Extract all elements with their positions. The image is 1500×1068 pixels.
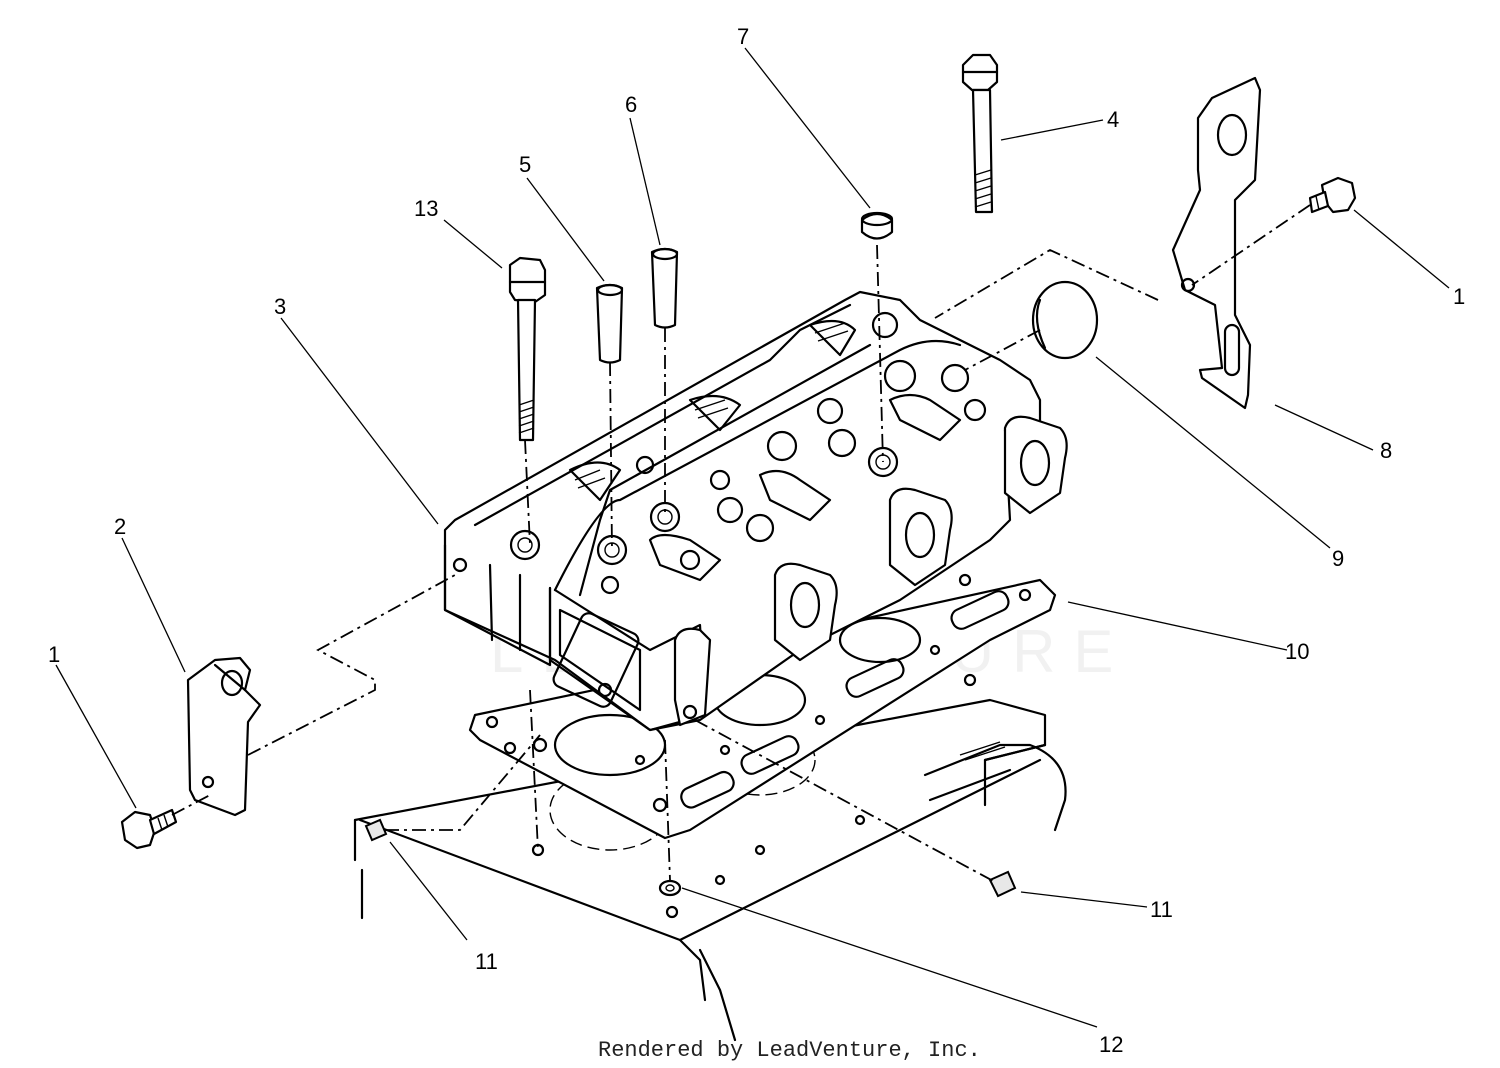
- callout-3: 3: [274, 294, 286, 319]
- callout-5: 5: [519, 152, 531, 177]
- callout-6: 6: [625, 92, 637, 117]
- dowel-pin-right: [988, 870, 1017, 898]
- cylinder-head: [443, 290, 1068, 732]
- bracket-bolt-right: [1308, 176, 1357, 214]
- head-bolt-4: [961, 53, 999, 214]
- leader-lines: [55, 47, 1450, 1028]
- plug-cap-9: [1031, 280, 1099, 360]
- callout-8: 8: [1380, 438, 1392, 463]
- callout-11-left: 11: [475, 949, 498, 974]
- callout-9: 9: [1332, 546, 1344, 571]
- head-bolt-13: [508, 256, 547, 442]
- dowel-6: [650, 247, 679, 329]
- callout-10: 10: [1285, 639, 1309, 664]
- callout-4: 4: [1107, 107, 1119, 132]
- render-credit: Rendered by LeadVenture, Inc.: [598, 1038, 981, 1063]
- callout-labels: 1 2 3 13 5 6 7 4 1 8 9 10 11 11 12: [48, 24, 1465, 1057]
- dowel-5: [595, 283, 624, 364]
- washer-12: [658, 879, 682, 897]
- callout-1-left: 1: [48, 642, 60, 667]
- callout-2: 2: [114, 514, 126, 539]
- dowel-pin-left: [364, 818, 388, 842]
- bracket-bolt-left: [120, 808, 178, 850]
- callout-11-right: 11: [1150, 897, 1173, 922]
- lifting-bracket-left: [186, 656, 262, 817]
- lifting-bracket-right: [1171, 76, 1262, 410]
- callout-1-right: 1: [1453, 284, 1465, 309]
- callout-7: 7: [737, 24, 749, 49]
- assembly-centerlines: [171, 204, 1311, 883]
- callout-13: 13: [414, 196, 438, 221]
- callout-12: 12: [1099, 1032, 1123, 1057]
- plug-7: [860, 211, 894, 240]
